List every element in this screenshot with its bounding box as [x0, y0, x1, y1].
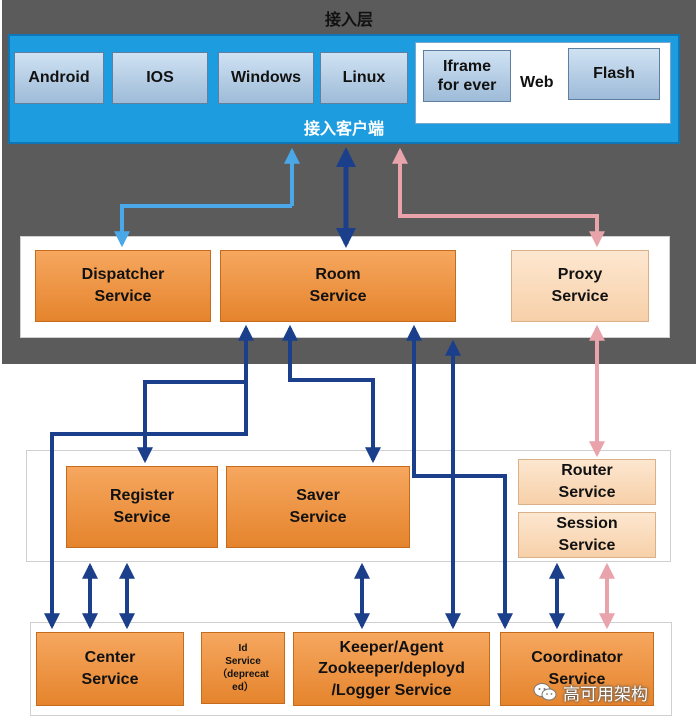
coordinator-service: Coordinator Service: [500, 632, 654, 706]
platform-iframe: Iframe for ever: [423, 50, 511, 102]
platform-windows: Windows: [218, 52, 314, 104]
platform-flash: Flash: [568, 48, 660, 100]
arrow-room-center: [44, 382, 248, 630]
register-service: Register Service: [66, 466, 218, 548]
access-client-label: 接入客户端: [303, 121, 384, 138]
room-service: Room Service: [220, 250, 456, 322]
arrow-room-saver: [282, 324, 381, 464]
platform-android: Android: [14, 52, 104, 104]
watermark-text: 高可用架构: [563, 684, 648, 704]
id-service: Id Service （deprecat ed）: [201, 632, 285, 704]
watermark: 高可用架构: [533, 680, 648, 704]
wechat-icon: [533, 683, 557, 701]
platform-linux: Linux: [320, 52, 408, 104]
router-service: Router Service: [518, 459, 656, 505]
arrow-room-coordinator: [406, 324, 513, 630]
session-service: Session Service: [518, 512, 656, 558]
proxy-service: Proxy Service: [511, 250, 649, 322]
web-label: Web: [520, 74, 554, 91]
arrow-client-proxy: [392, 147, 605, 248]
dispatcher-service: Dispatcher Service: [35, 250, 211, 322]
platform-ios: IOS: [112, 52, 208, 104]
center-service: Center Service: [36, 632, 184, 706]
keeper-agent-service: Keeper/Agent Zookeeper/deployd /Logger S…: [293, 632, 490, 706]
arrow-client-to-dispatcher-down: [114, 204, 292, 248]
arrow-room-register: [137, 324, 254, 464]
access-layer-title: 接入层: [324, 12, 373, 29]
